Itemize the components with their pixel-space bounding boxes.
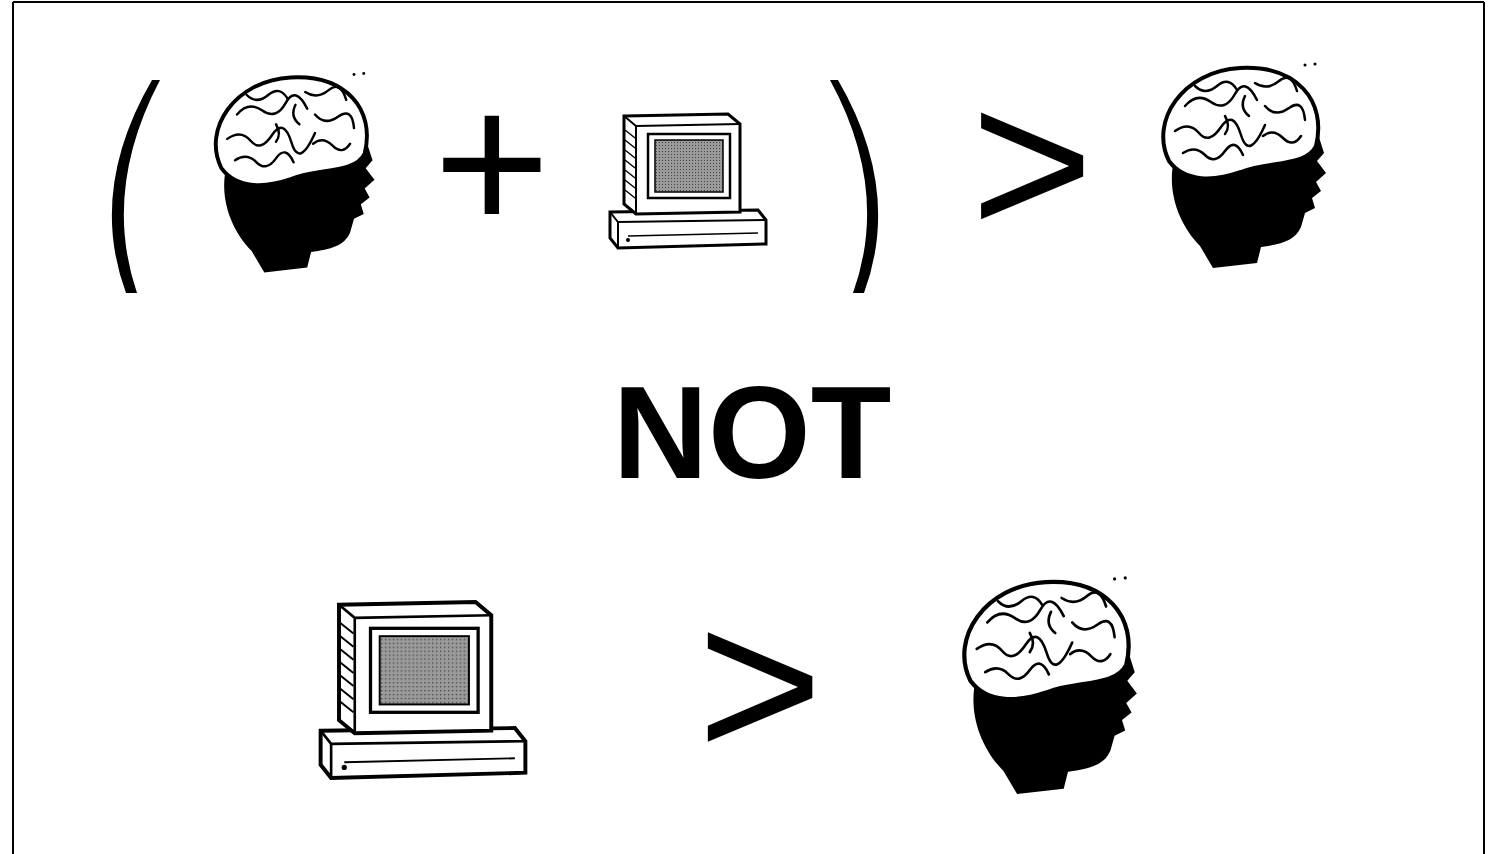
computer-icon [321, 602, 526, 778]
right-parenthesis [830, 80, 878, 293]
brain-head [1163, 63, 1326, 269]
brain-head [216, 72, 375, 272]
left-parenthesis [112, 80, 160, 293]
brain-head [964, 576, 1137, 794]
greater-than-operator: > [697, 576, 823, 791]
greater-than-operator: > [971, 58, 1094, 268]
frame [13, 2, 1484, 854]
not-word: NOT [613, 367, 892, 499]
plus-operator: + [434, 63, 551, 263]
computer-icon [610, 114, 766, 248]
